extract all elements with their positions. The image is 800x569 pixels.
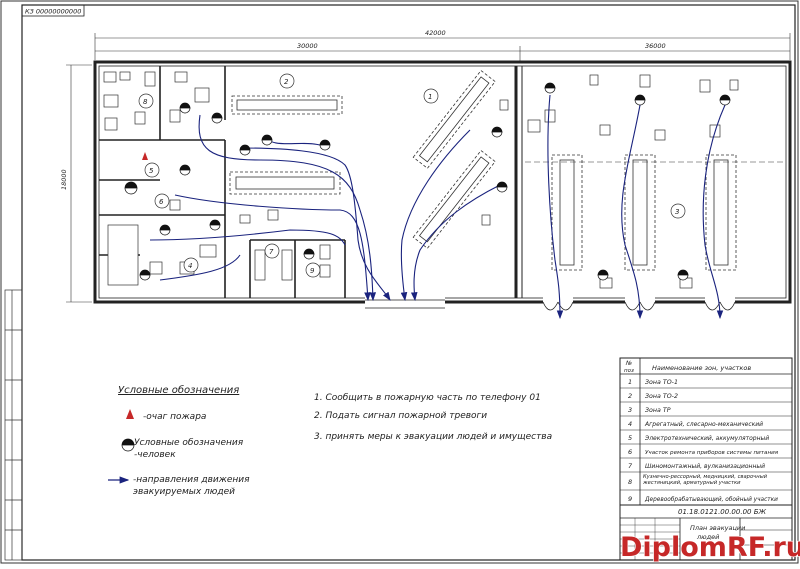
zone-label-2: 2 [284,78,289,86]
watermark: DiplomRF.ru [620,532,800,563]
row-7-name: Шиномонтажный, вулканизационный [645,463,765,470]
dimension-lines [66,33,791,303]
row-4-name: Агрегатный, слесарно-механический [644,421,763,428]
row-6-name: Участок ремонта приборов системы питания [645,450,779,456]
row-2-n: 2 [628,392,632,400]
zone-label-8: 8 [143,98,148,106]
instruction-3: 3. принять меры к эвакуации людей и имущ… [314,432,552,442]
title-code: 01.18.0121.00.00.00 БЖ [678,508,767,516]
left-margin-strips [4,289,23,561]
zone-label-6: 6 [159,198,164,206]
zone-label-3: 3 [675,208,679,216]
partitions [99,66,346,298]
zone-label-1: 1 [428,93,432,101]
stamp-box [21,4,85,17]
row-7-n: 7 [628,462,633,470]
dim-left: 30000 [297,42,318,50]
vehicles-zone1 [412,69,496,249]
dim-height: 18000 [60,169,68,190]
zone-label-4: 4 [188,262,192,270]
legend-person-1: Условные обозначения [134,438,244,448]
inner-frame [21,4,796,561]
row-3-n: 3 [628,406,632,414]
row-9-n: 9 [628,495,632,503]
row-4-n: 4 [628,420,632,428]
instructions: 1. Сообщить в пожарную часть по телефону… [314,393,552,442]
table-header-poz: поз [624,368,634,374]
fire-marker-plan [142,152,148,160]
legend-title: Условные обозначения [118,384,239,396]
row-1-name: Зона ТО-1 [645,379,678,386]
persons [124,82,731,281]
legend-arrow-2: эвакуируемых людей [133,487,235,497]
dim-right: 36000 [645,42,666,50]
instruction-2: 2. Подать сигнал пожарной тревоги [314,411,487,421]
evacuation-routes [149,94,726,320]
fire-icon [126,409,134,419]
person-icon [121,438,135,452]
row-9-name: Деревообрабатывающий, обойный участки [644,497,778,503]
legend-fire: -очаг пожара [143,412,206,422]
zone-label-5: 5 [149,167,154,175]
title-line-2: людей [696,533,719,541]
stamp-text: КЗ 00000000000 [25,8,81,16]
title-line-1: План эвакуации [690,524,745,532]
zone-label-9: 9 [310,267,315,275]
row-2-name: Зона ТО-2 [645,393,678,400]
table-header-no: № [625,360,632,367]
table-header-name: Наименование зон, участков [652,364,751,372]
legend-arrow-1: -направления движения [133,475,250,485]
instruction-1: 1. Сообщить в пожарную часть по телефону… [314,393,541,403]
zone-markers [138,73,686,278]
zone-label-7: 7 [269,248,274,256]
row-8-name: Кузнечно-рессорный, медницкий, сварочный… [643,474,768,486]
row-5-n: 5 [628,434,632,442]
row-1-n: 1 [628,378,632,386]
vehicles-zone3 [525,154,786,271]
row-3-name: Зона ТР [645,407,671,414]
legend: Условные обозначения -очаг пожара Условн… [108,384,250,497]
row-6-n: 6 [628,448,632,456]
zones-table: № поз Наименование зон, участков 1 Зона … [619,357,793,506]
row-8-n: 8 [628,478,632,486]
vehicles-zone2 [229,95,343,195]
row-8-name-box: Кузнечно-рессорный, медницкий, сварочный… [643,474,768,486]
dim-total: 42000 [425,29,446,37]
row-5-name: Электротехнический, аккумуляторный [644,435,769,442]
legend-person-2: -человек [134,450,176,460]
title-block [619,504,793,561]
